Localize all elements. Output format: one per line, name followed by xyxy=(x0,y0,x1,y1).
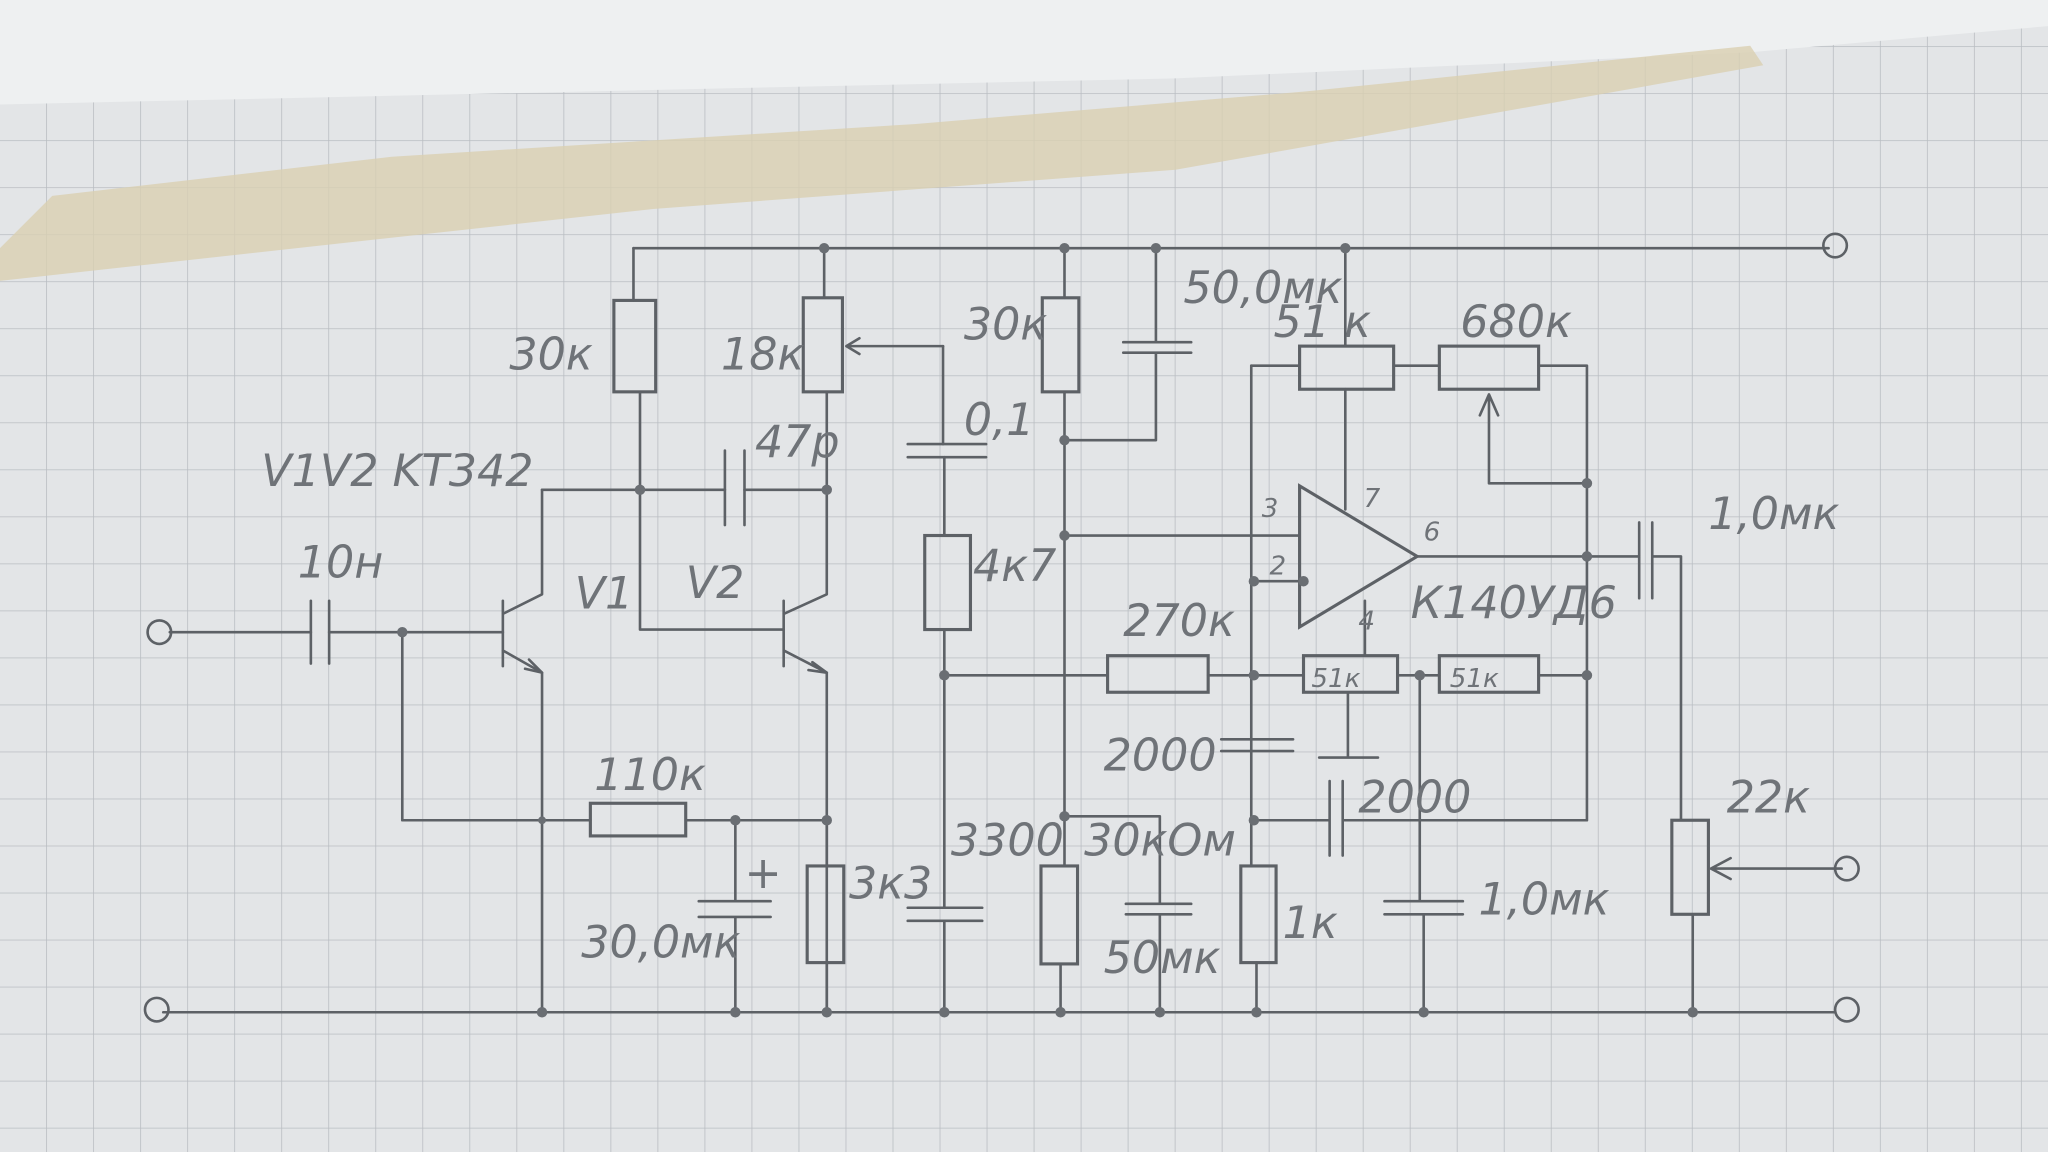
label-r-30k-c: 30кОм xyxy=(1084,816,1236,867)
label-pin-6: 6 xyxy=(1424,518,1441,548)
wires xyxy=(161,246,1843,1014)
label-pin-4: 4 xyxy=(1358,607,1375,637)
potentiometer-18k xyxy=(801,296,845,394)
label-r-18k: 18к xyxy=(721,330,804,381)
label-v1: V1 xyxy=(575,569,634,620)
resistor-1k xyxy=(1239,864,1278,965)
label-c-2000-a: 2000 xyxy=(1104,731,1217,782)
opamp-symbol xyxy=(1298,483,1421,630)
tape-strip xyxy=(0,45,1764,281)
resistor-30k-c xyxy=(1039,864,1080,966)
resistor-270k xyxy=(1106,654,1210,694)
label-r-680k: 680к xyxy=(1460,297,1572,348)
label-c-1mk: 1,0мк xyxy=(1479,874,1610,925)
label-r-51k-b: 51к xyxy=(1450,664,1499,694)
component-bodies xyxy=(588,296,1710,966)
label-r-22k: 22к xyxy=(1727,772,1810,823)
label-v2: V2 xyxy=(686,558,745,609)
label-r-110k: 110к xyxy=(594,750,706,801)
resistor-3k3 xyxy=(805,864,846,965)
transistor-type-note: V1V2 KT342 xyxy=(261,446,533,497)
labels: V1V2 KT342 10н V1 V2 30к 18к 47р 0,1 4к7… xyxy=(261,263,1839,984)
ground-terminal-left xyxy=(143,996,170,1023)
label-c-in: 10н xyxy=(298,537,384,588)
junction-dots xyxy=(397,242,1698,1018)
label-pin-7: 7 xyxy=(1364,484,1381,514)
label-c-50-bottom: 50мк xyxy=(1104,933,1221,984)
label-r-270k: 270к xyxy=(1123,596,1235,647)
label-r-51k-a: 51к xyxy=(1311,664,1360,694)
label-c-2000-b: 2000 xyxy=(1358,772,1471,823)
label-c-out: 1,0мк xyxy=(1708,489,1839,540)
label-c-01: 0,1 xyxy=(964,395,1035,446)
label-pin-3: 3 xyxy=(1262,494,1279,524)
label-r-30k-a: 30к xyxy=(509,330,592,381)
label-c-3300: 3300 xyxy=(951,816,1064,867)
label-c-47p: 47р xyxy=(755,417,840,468)
back-sheet xyxy=(0,0,2048,105)
input-terminal xyxy=(146,619,173,646)
potentiometer-22k xyxy=(1670,818,1710,916)
label-r-1k: 1к xyxy=(1283,898,1338,949)
resistor-51k-a xyxy=(1301,654,1400,694)
label-c-30: 30,0мк xyxy=(581,917,740,968)
label-r-3k3: 3к3 xyxy=(849,859,932,910)
potentiometer-51k xyxy=(1298,344,1396,391)
label-r-30k-b: 30к xyxy=(964,300,1047,351)
label-r-51k-pot: 51 к xyxy=(1273,297,1371,348)
resistor-30k-a xyxy=(612,298,658,394)
control-terminal xyxy=(1833,855,1860,882)
label-opamp: К140УД6 xyxy=(1411,578,1617,629)
potentiometer-680k xyxy=(1437,344,1541,391)
label-c-50-top: 50,0мк xyxy=(1183,263,1342,314)
resistor-110k xyxy=(588,801,688,838)
resistor-30k-b xyxy=(1040,296,1081,394)
label-r-4k7: 4к7 xyxy=(973,541,1056,592)
ground-terminal-right xyxy=(1833,996,1860,1023)
label-pin-2: 2 xyxy=(1270,552,1287,582)
terminals xyxy=(143,232,1860,1023)
label-plus: + xyxy=(744,848,781,899)
power-terminal xyxy=(1822,232,1849,259)
resistor-4k7 xyxy=(923,533,973,632)
resistor-51k-b xyxy=(1437,654,1541,694)
